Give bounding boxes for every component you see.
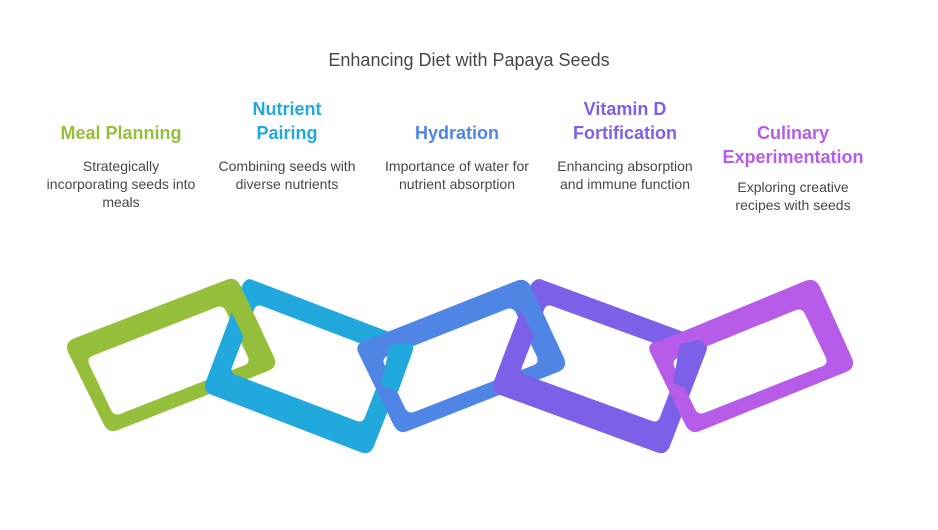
step-heading: Vitamin D Fortification [573,99,677,143]
step-hydration: Hydration Importance of water for nutrie… [377,121,537,193]
step-description: Enhancing absorption and immune function [557,158,693,192]
step-heading: Culinary Experimentation [722,123,864,167]
chain-overlap-midblue [514,279,550,335]
step-description: Exploring creative recipes with seeds [735,179,851,213]
step-heading: Meal Planning [60,123,182,143]
chain-overlap-green [224,278,262,340]
chain-link-meal-planning [66,278,276,432]
step-heading: Nutrient Pairing [252,99,322,143]
chain-link-hydration [357,279,566,433]
diagram-title: Enhancing Diet with Papaya Seeds [328,50,610,70]
chain-link-vitamin-d [492,279,708,454]
step-meal-planning: Meal Planning Strategically incorporatin… [41,121,201,211]
chain-link-nutrient-pairing [204,279,413,454]
step-culinary-experimentation: Culinary Experimentation Exploring creat… [713,121,873,214]
step-heading: Hydration [414,123,499,143]
step-nutrient-pairing: Nutrient Pairing Combining seeds with di… [207,97,367,193]
step-description: Importance of water for nutrient absorpt… [385,158,529,192]
chain-overlap-violet [673,340,705,390]
step-description: Combining seeds with diverse nutrients [218,158,356,192]
chain-link-culinary [649,279,854,433]
step-description: Strategically incorporating seeds into m… [46,158,196,210]
step-vitamin-d-fortification: Vitamin D Fortification Enhancing absorp… [545,97,705,193]
chain-overlap-blue [381,343,414,392]
